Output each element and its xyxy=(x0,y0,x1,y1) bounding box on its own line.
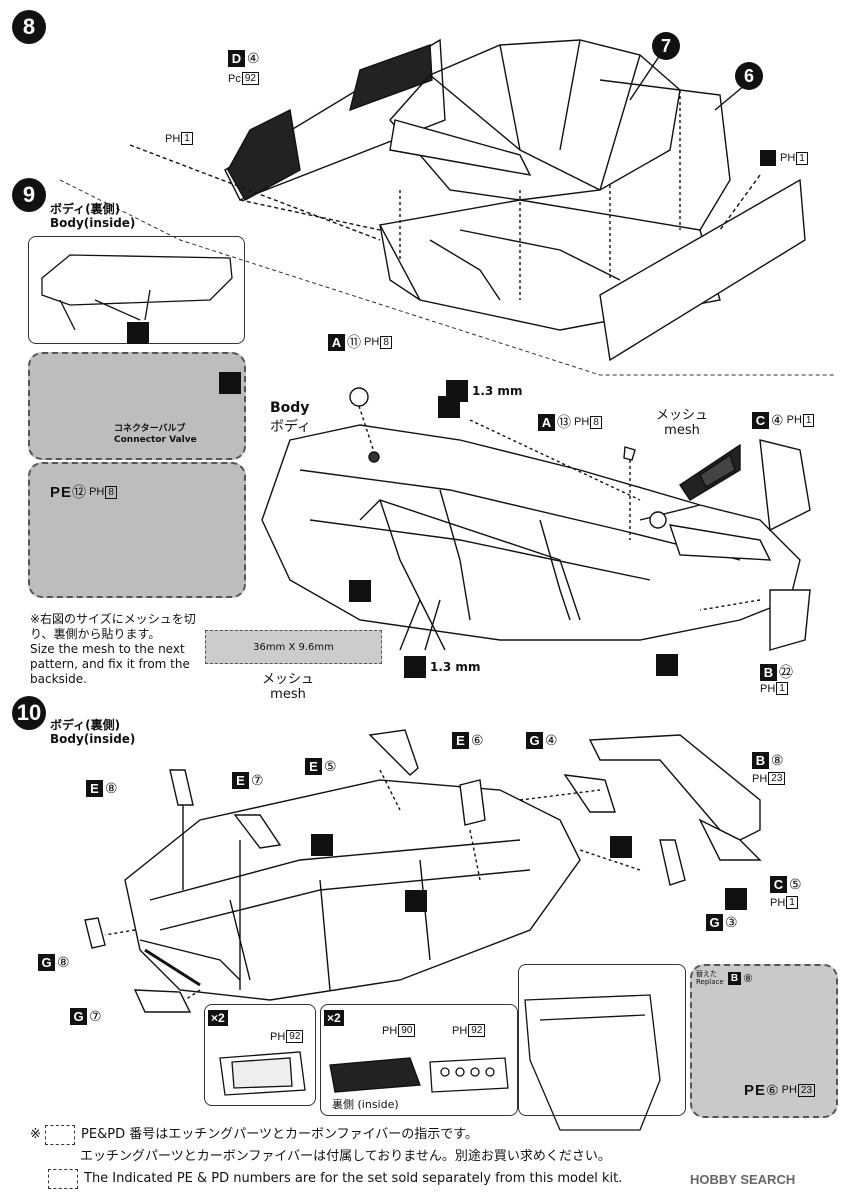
x2-panel-1 xyxy=(204,1004,316,1106)
glue-icon xyxy=(127,322,149,344)
glue-icon xyxy=(311,834,334,856)
connector-valve-panel xyxy=(28,352,246,460)
x2-panel-2 xyxy=(320,1004,518,1116)
bumper-detail-panel xyxy=(518,964,686,1116)
callout-7: 7 xyxy=(652,32,680,60)
thickness-label-bottom: 1.3 mm xyxy=(404,656,480,678)
glue-icon xyxy=(349,580,372,602)
thickness-label-top: 1.3 mm xyxy=(446,380,522,402)
mesh-size-template: 36mm X 9.6mm xyxy=(205,630,382,664)
body-inside-label-10: ボディ(裏側)Body(inside) xyxy=(50,718,136,746)
body-inside-label-9: ボディ(裏側)Body(inside) xyxy=(50,202,136,230)
glue-icon xyxy=(656,654,679,676)
step-8-marker: 8 xyxy=(12,10,46,44)
step-10-marker: 10 xyxy=(12,696,46,730)
footer-notes: ※ PE&PD 番号はエッチングパーツとカーボンファイバーの指示です。 エッチン… xyxy=(30,1124,830,1190)
glue-icon xyxy=(219,372,242,394)
glue-icon xyxy=(609,836,632,858)
watermark: HOBBY SEARCH xyxy=(690,1172,796,1187)
replace-panel xyxy=(690,964,838,1118)
step-9-marker: 9 xyxy=(12,178,46,212)
callout-6: 6 xyxy=(735,62,763,90)
inside-label: 裏側 (inside) xyxy=(332,1098,399,1111)
multiplier-2: ×2 xyxy=(324,1010,344,1026)
mesh-instruction-note: ※右図のサイズにメッシュを切り、裏側から貼ります。Size the mesh t… xyxy=(30,612,196,686)
pk-icon xyxy=(760,150,776,166)
pe12-panel xyxy=(28,462,246,598)
glue-icon xyxy=(724,888,747,910)
multiplier-1: ×2 xyxy=(208,1010,228,1026)
glue-icon xyxy=(404,890,427,912)
